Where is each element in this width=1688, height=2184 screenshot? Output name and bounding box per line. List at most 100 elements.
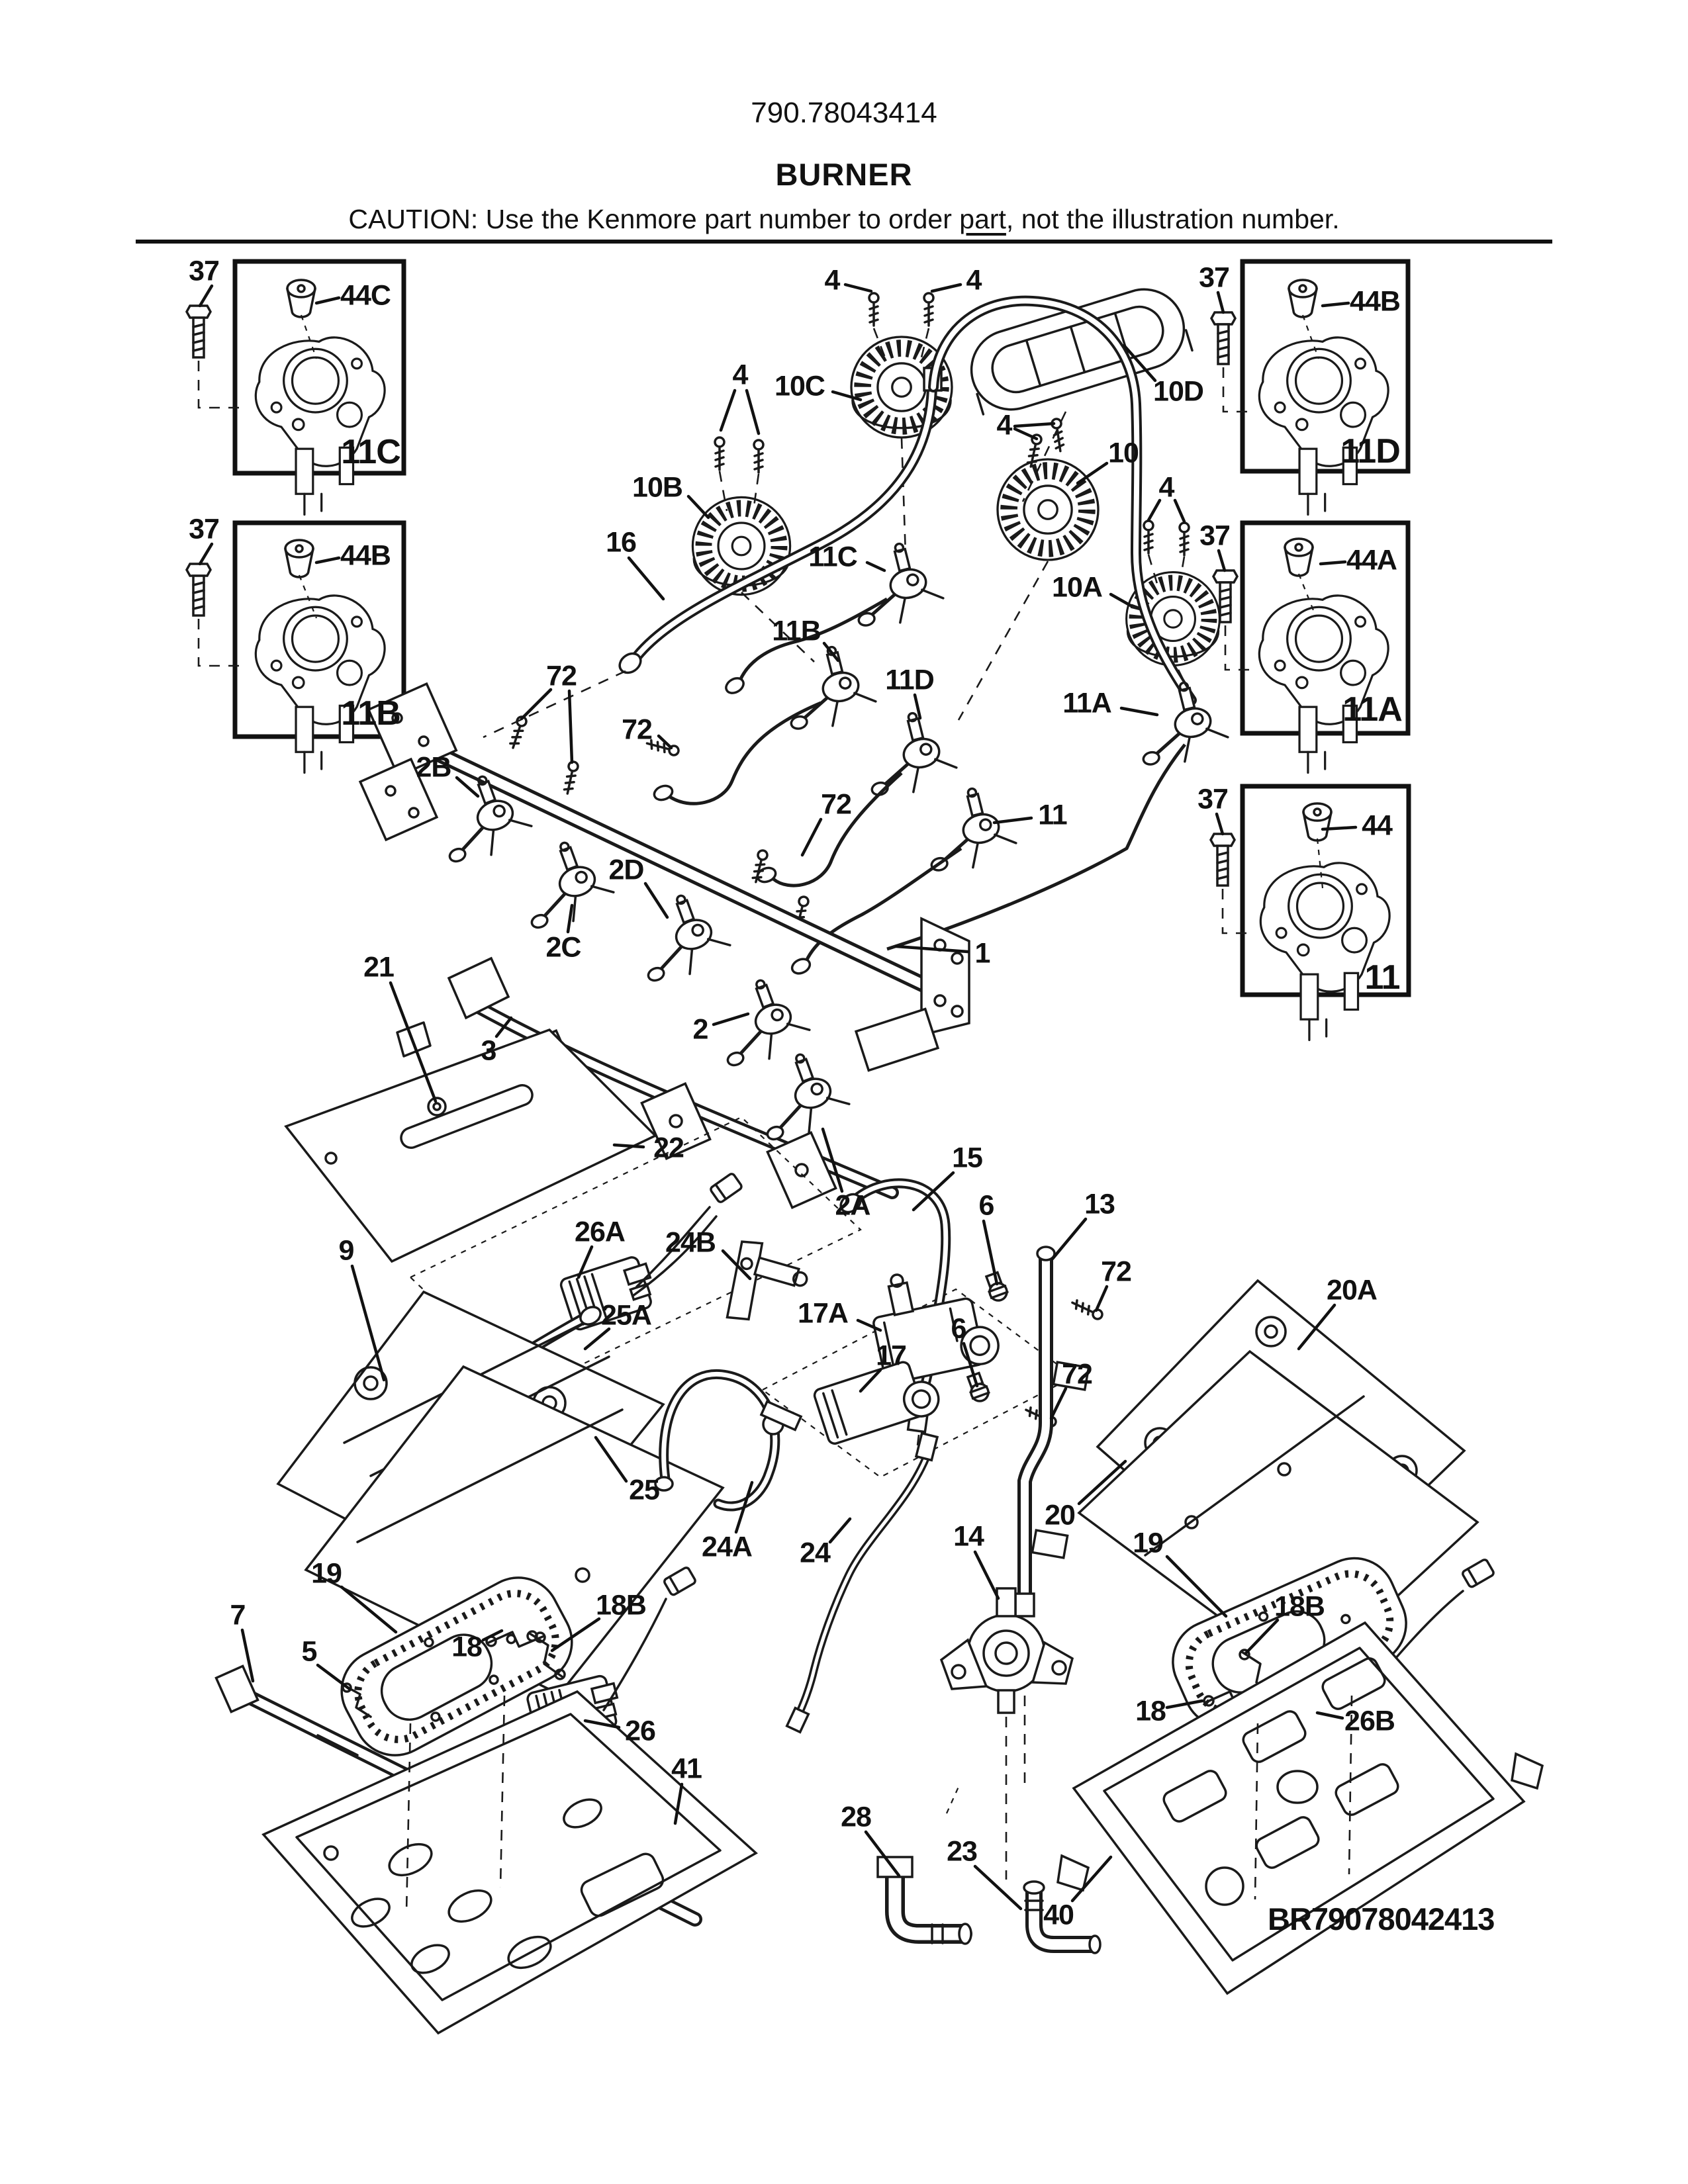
callout-11A: 11A [1342,690,1403,729]
phantom-plane-outline [409,1116,862,1391]
burner-valve-holder-11B [254,594,386,774]
callout-37: 37 [1199,520,1231,552]
leader-37 [198,542,214,566]
burner-valve-11C [843,537,947,632]
ignition-module-26A [558,1171,744,1332]
watermark-code: BR79078042413 [1268,1901,1495,1936]
leader-37 [1217,549,1227,572]
inset-box-11C [232,259,406,516]
screw-37-icon [1209,833,1236,887]
return-tube-24A [654,1369,803,1512]
leader-21 [389,981,438,1103]
callout-11C: 11C [808,541,858,573]
callout-72: 72 [622,713,653,746]
leader-37 [198,284,214,308]
callout-4: 4 [732,359,749,391]
burner-grate-10 [998,459,1098,560]
model-number: 790.78043414 [751,97,937,129]
leader-2D [643,882,669,919]
callout-11C: 11C [341,433,401,471]
callout-4: 4 [1158,471,1175,504]
leader-10C [831,390,863,402]
leader-11B [822,641,840,662]
leader-19 [1165,1555,1228,1618]
leader-44 [1321,825,1358,831]
leader-2A [821,1127,844,1193]
leader-9 [350,1264,386,1382]
callout-72: 72 [1062,1358,1093,1390]
callout-18B: 18B [1274,1590,1325,1623]
callout-24A: 24A [702,1531,753,1563]
leader-44B [314,556,341,565]
leader-4 [930,283,962,293]
screw-37-icon [1212,569,1239,623]
leader-11C [865,561,886,572]
callout-11B: 11B [772,615,821,647]
leader-5 [316,1663,352,1691]
callout-17: 17 [876,1340,907,1372]
burner-box-40 [1056,1621,1544,1995]
callout-21: 21 [363,951,395,983]
leader-10 [1076,461,1109,485]
callout-10C: 10C [774,370,825,402]
leader-44A [1319,560,1347,566]
header-divider [136,240,1552,244]
burner-valve-11A [1128,676,1231,771]
callout-23: 23 [947,1835,978,1868]
leader-24 [828,1517,852,1544]
leader-6 [962,1342,979,1388]
burner-valve-11D [857,706,960,801]
leader-11 [992,816,1033,825]
callout-44A: 44A [1346,544,1397,576]
callout-18: 18 [451,1631,483,1663]
burner-valve-holder-11D [1258,336,1389,516]
callout-41: 41 [671,1752,702,1785]
orifice-44B-icon [1288,279,1318,318]
callout-leader-lines [198,283,1358,1911]
callout-25A: 25A [601,1299,652,1332]
screw-37-icon [185,304,212,359]
callout-44B: 44B [340,539,391,572]
leader-18B [550,1617,601,1653]
burner-valve-11B [776,640,879,735]
inset-box-11B [232,520,406,774]
callout-2D: 2D [608,854,645,886]
callout-2A: 2A [835,1189,871,1222]
leader-15 [912,1171,955,1212]
leader-10B [686,494,710,520]
leader-72 [1049,1387,1068,1420]
callout-10A: 10A [1052,571,1103,604]
hose-nipple-23 [1023,1880,1102,1954]
fitting-6-icon [964,1371,992,1405]
leader-10A [1109,592,1133,608]
callout-26: 26 [625,1715,656,1747]
inset-box-11D [1240,259,1411,516]
leader-3 [494,1016,513,1038]
callout-10D: 10D [1153,375,1204,408]
leader-72 [657,734,673,750]
callout-4: 4 [966,264,982,296]
leader-37 [1216,291,1225,314]
callout-11D: 11D [885,664,935,696]
leader-24B [721,1249,752,1281]
leader-4 [1147,498,1162,522]
leader-2B [455,776,480,798]
surface-valve-2D [626,886,735,987]
leader-20A [1297,1303,1336,1351]
leader-25 [594,1435,628,1483]
surface-valve-2C [510,833,618,934]
leader-28 [864,1830,901,1878]
callout-6: 6 [951,1312,967,1345]
leader-26A [577,1245,594,1279]
leader-26B [1315,1711,1344,1720]
callout-25: 25 [629,1474,660,1506]
burner-valve-holder-11 [1259,862,1391,1042]
screw-4-icon [868,292,880,327]
callout-11: 11 [1364,958,1401,997]
callout-19: 19 [311,1557,342,1590]
callout-11A: 11A [1062,687,1112,719]
leader-26 [583,1719,621,1729]
callout-44C: 44C [340,279,391,312]
callout-40: 40 [1043,1899,1074,1931]
